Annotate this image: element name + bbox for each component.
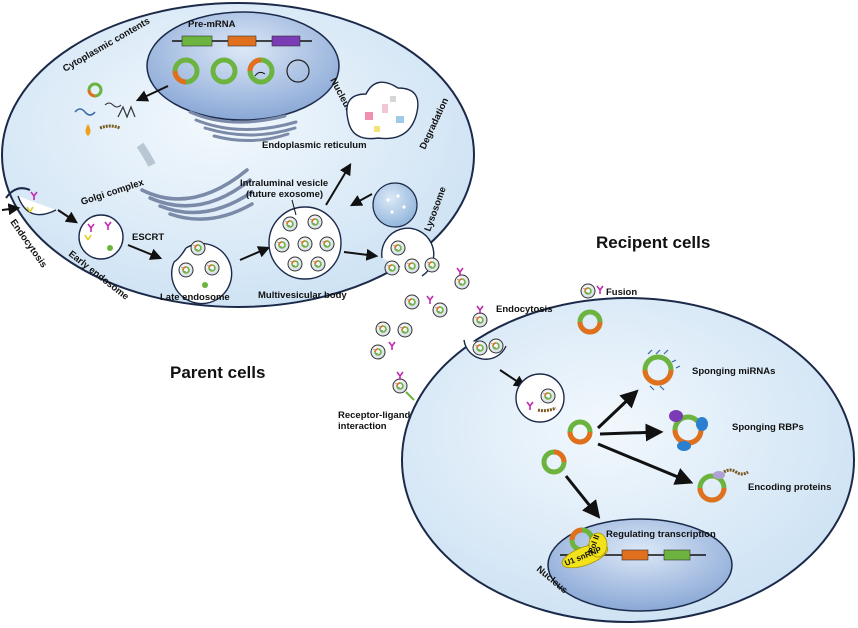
- cytoplasmic-circrna-2: [541, 449, 567, 475]
- parent-cells-title: Parent cells: [170, 363, 265, 382]
- golgi-complex: [140, 168, 254, 221]
- arrow-to-secretion: [343, 248, 379, 261]
- encoding-proteins-label: Encoding proteins: [748, 482, 831, 493]
- arrow-to-mvb: [239, 246, 271, 261]
- endoplasmic-reticulum: [188, 110, 298, 143]
- early-endosome: [78, 214, 124, 260]
- degradation-compartment: [346, 81, 419, 140]
- arrow-endocytosis-recipient: [499, 369, 526, 388]
- pre-mrna: [172, 35, 312, 47]
- endocytic-pit-recipient: [463, 338, 507, 360]
- rbp-sponge-circrna: [669, 410, 708, 451]
- er-label-line1: Endoplasmic reticulum: [262, 140, 367, 151]
- cytoplasmic-contents-cluster: [74, 82, 136, 136]
- circrna-ecircrna: [172, 57, 200, 85]
- endosome-recipient: [515, 373, 565, 423]
- fusion-exosome: [580, 283, 604, 299]
- endocytosis-recipient-exosomes: [472, 305, 488, 328]
- encoding-circrna: [697, 468, 749, 503]
- arrow-to-encoding: [597, 442, 694, 485]
- sponging-rbps-label: Sponging RBPs: [732, 422, 804, 433]
- cytoplasmic-circrna-1: [567, 419, 593, 445]
- arrow-escrt: [127, 244, 163, 260]
- endocytosis-pit: [17, 191, 57, 216]
- multivesicular-body: [268, 206, 342, 280]
- intraluminal-vesicle-label: Intraluminal vesicle: [240, 178, 328, 189]
- arrow-to-degradation: [325, 162, 352, 206]
- arrow-endocytosis-in: [1, 203, 21, 216]
- mirna-sponge-circrna: [642, 349, 681, 391]
- eiciRNA-u1-complex: [561, 527, 609, 569]
- golgi-transport-arrow: [136, 142, 156, 167]
- arrow-to-mirna-sponge: [596, 389, 639, 430]
- recipient-cells-title: Recipent cells: [596, 233, 710, 252]
- receptor-ligand-exosome: [392, 371, 415, 401]
- interaction-label: interaction: [338, 421, 387, 432]
- fusion-label: Fusion: [606, 287, 637, 298]
- arrow-to-rbp-sponge: [599, 423, 664, 442]
- arrow-to-early-endosome: [57, 209, 78, 224]
- sponging-mirnas-label: Sponging miRNAs: [692, 366, 775, 377]
- receptor-ligand-label: Receptor-ligand: [338, 410, 411, 421]
- circrna-eicirc: [247, 57, 275, 85]
- circrna-green: [210, 57, 238, 85]
- arrow-to-transcription: [564, 475, 601, 519]
- late-endosome: [171, 240, 233, 305]
- circrna-intronic: [286, 59, 310, 83]
- late-endosome-label: Late endosome: [160, 292, 230, 303]
- released-circrna-fusion: [577, 309, 603, 335]
- pre-mrna-label: Pre-mRNA: [188, 19, 236, 30]
- arrow-lysosome-to-mvb: [349, 193, 373, 207]
- endocytosis-recipient-label: Endocytosis: [496, 304, 553, 315]
- escrt-label: ESCRT: [132, 232, 164, 243]
- mvb-label: Multivesicular body: [258, 290, 347, 301]
- regulating-transcription-label: Regulating transcription: [606, 529, 716, 540]
- ilv-pointer-line: [291, 199, 297, 216]
- arrow-export: [135, 85, 169, 102]
- future-exosome-label: (future exosome): [246, 189, 323, 200]
- lysosome: [372, 182, 418, 228]
